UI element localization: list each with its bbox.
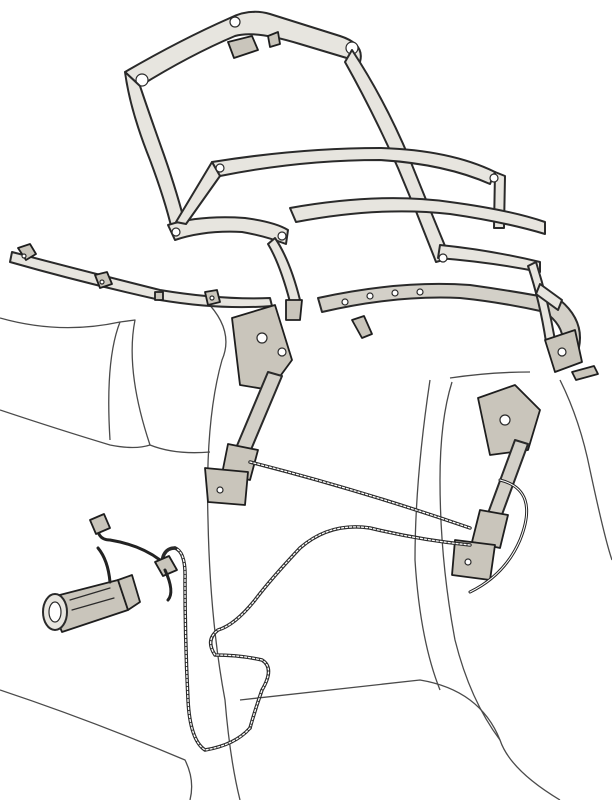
front-header-rail: [124, 10, 362, 87]
rear-bow: [289, 197, 546, 235]
hydraulic-cylinder-left: [204, 371, 283, 506]
electric-pump-motor: [42, 546, 141, 633]
windscreen-header-strip: [9, 243, 273, 309]
car-body-outline: [0, 299, 612, 800]
header-hook: [267, 31, 281, 48]
rear-latch: [571, 365, 599, 381]
hose-valve: [154, 555, 178, 577]
folding-roof-frame: [124, 10, 563, 343]
strip-bracket: [351, 315, 373, 339]
left-cylinder-mount: [204, 467, 249, 506]
right-cylinder-mount: [451, 539, 496, 581]
header-clip-3: [204, 289, 221, 306]
header-clip-1: [17, 243, 37, 261]
cross-cable: [248, 460, 472, 530]
hydraulic-hose-loop: [89, 513, 472, 752]
right-pivot-bracket: [477, 329, 583, 456]
header-clip-2: [94, 271, 113, 289]
hose-connector: [89, 513, 111, 535]
header-center-latch: [227, 35, 259, 59]
header-bolt: [154, 291, 164, 301]
hydraulic-cylinder-right: [451, 439, 529, 594]
